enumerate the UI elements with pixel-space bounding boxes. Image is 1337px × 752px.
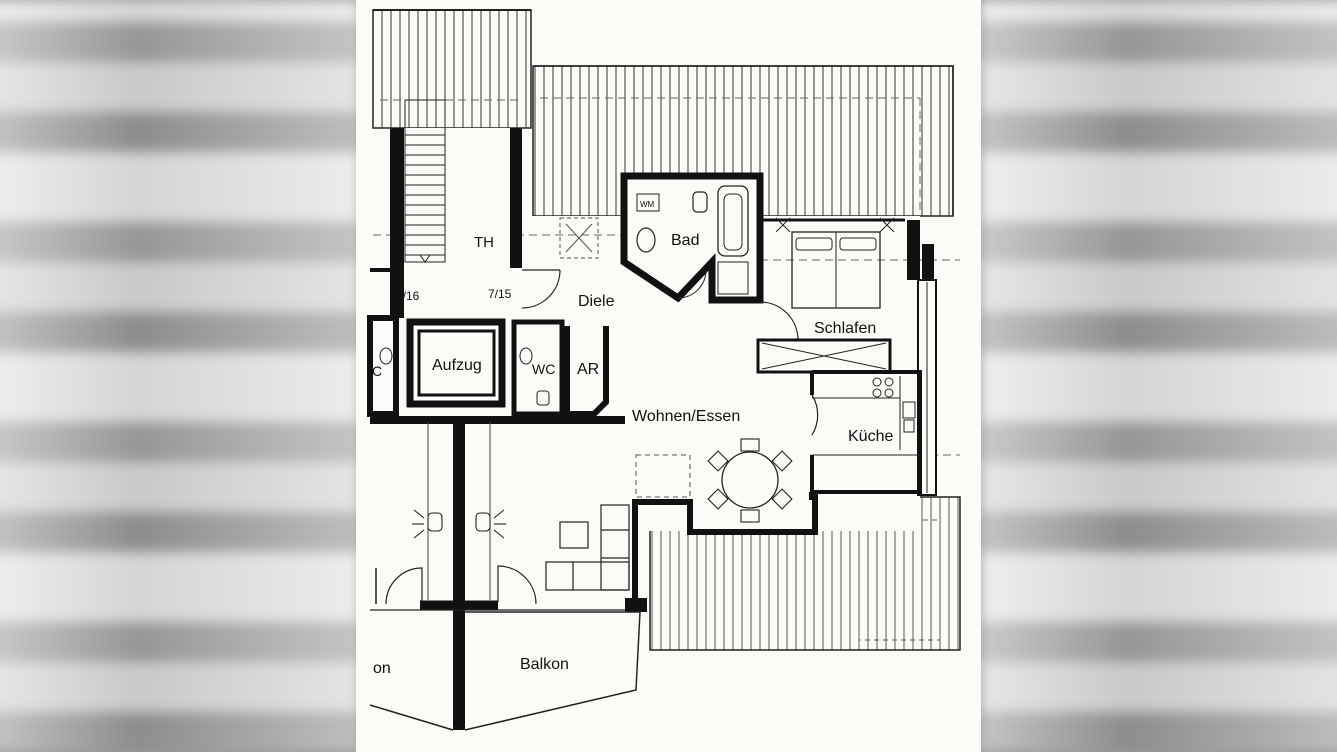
skylight-marker bbox=[559, 217, 599, 259]
bedroom bbox=[756, 217, 934, 374]
room-label-balkon-left: on bbox=[373, 660, 391, 677]
room-label-wc: WC bbox=[532, 361, 555, 377]
kitchen bbox=[810, 370, 922, 494]
sofa bbox=[545, 504, 630, 591]
room-label-th: TH bbox=[474, 234, 494, 251]
door-th-diele bbox=[521, 269, 561, 309]
room-label-schlafen: Schlafen bbox=[814, 320, 876, 337]
room-label-balkon: Balkon bbox=[520, 656, 569, 673]
lower-walkway bbox=[370, 420, 647, 730]
stairwell-roof bbox=[372, 9, 532, 129]
room-label-ar: AR bbox=[577, 361, 599, 378]
room-label-aufzug: Aufzug bbox=[432, 357, 482, 374]
room-label-bad: Bad bbox=[671, 232, 699, 249]
bathroom bbox=[620, 172, 764, 304]
stair-count-left: 8/16 bbox=[396, 289, 420, 303]
floor-plan: TH 8/16 7/15 WM Bad bbox=[356, 0, 981, 752]
living-dining bbox=[545, 438, 818, 612]
balcony bbox=[369, 611, 641, 731]
room-label-kueche: Küche bbox=[848, 428, 893, 445]
room-label-wc-left: C bbox=[372, 363, 382, 379]
stair-count-right: 7/15 bbox=[488, 287, 512, 301]
room-label-diele: Diele bbox=[578, 293, 615, 310]
core-rooms bbox=[367, 315, 625, 424]
washing-machine-label: WM bbox=[640, 200, 655, 209]
floor-plan-drawing: TH 8/16 7/15 WM Bad bbox=[367, 9, 961, 731]
stair-treads bbox=[405, 134, 445, 256]
outer-left-walls bbox=[370, 128, 394, 318]
stairwell-th bbox=[392, 99, 522, 318]
dining-chairs bbox=[707, 438, 793, 523]
blurred-background-right bbox=[980, 0, 1337, 752]
wall-lamps bbox=[412, 509, 506, 539]
blurred-background-left bbox=[0, 0, 360, 752]
room-label-wohnen-essen: Wohnen/Essen bbox=[632, 408, 740, 425]
